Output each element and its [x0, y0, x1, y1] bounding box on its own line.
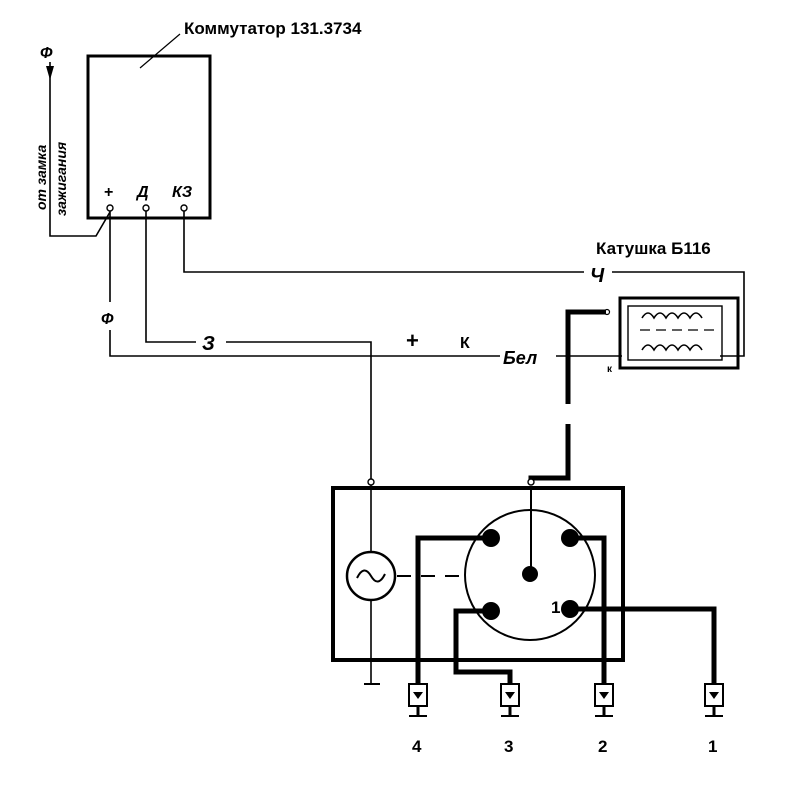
commutator-pin-plus-label: +: [104, 184, 113, 201]
wire-d-to-sensor: [145, 211, 372, 480]
sensor-terminal: [367, 478, 375, 486]
wire-label-z: З: [202, 333, 215, 355]
coil-housing: [618, 296, 740, 370]
hv-lead: [528, 309, 606, 484]
wire-kz-to-coil: [183, 211, 745, 357]
mask-f: [98, 302, 122, 330]
lead-4: [415, 535, 491, 684]
wire-label-k: К: [460, 335, 470, 352]
commutator-terminal-plus: [106, 204, 114, 212]
center-terminal: [527, 478, 535, 486]
ignition-source-line2: зажигания: [53, 142, 69, 216]
mask-bel: [500, 344, 556, 368]
thin-wires: [109, 211, 745, 480]
wire-label-f-top: Ф: [40, 45, 53, 62]
spark-plug-3: 3: [500, 683, 520, 756]
plug-3-label: 3: [504, 737, 513, 756]
lead-1: [570, 606, 717, 684]
spark-plug-1: 1: [704, 683, 724, 756]
mask-z: [196, 330, 226, 354]
cap-contact-1-label: 1: [551, 598, 560, 617]
ignition-coil: Катушка Б116 к: [596, 239, 740, 375]
distributor: 1: [331, 478, 625, 685]
commutator-pin-kz-label: КЗ: [172, 184, 192, 201]
wire-plus-to-coil: [109, 211, 622, 357]
ignition-feed-wire: [49, 62, 111, 237]
plug-4-label: 4: [412, 737, 422, 756]
mask-ch: [584, 262, 612, 284]
wire-label-bel: Бел: [503, 348, 537, 368]
hv-lead-upper: [565, 309, 606, 404]
coil-winding-secondary: [641, 312, 703, 320]
commutator-terminal-d: [142, 204, 150, 212]
plug-2-label: 2: [598, 737, 607, 756]
coil-winding-primary: [641, 344, 703, 352]
ignition-source-line1: от замка: [33, 145, 49, 210]
rotor-center: [522, 566, 538, 582]
hv-lead-lower: [528, 424, 571, 484]
spark-plug-leads: [415, 535, 717, 684]
commutator: Коммутатор 131.3734 + Д КЗ: [86, 19, 362, 220]
commutator-title: Коммутатор 131.3734: [184, 19, 362, 38]
wire-label-ch: Ч: [590, 265, 605, 287]
spark-plug-4: 4: [408, 683, 428, 756]
coil-terminal-k-label: к: [607, 364, 613, 375]
lead-2: [570, 535, 607, 684]
commutator-leader: [139, 33, 181, 69]
sine-wave-icon: [356, 569, 386, 583]
spark-plugs: 4 3 2 1: [408, 683, 724, 756]
commutator-box: [86, 54, 212, 220]
wire-label-plus: +: [406, 328, 419, 353]
commutator-terminal-kz: [180, 204, 188, 212]
lead-3: [453, 608, 513, 684]
spark-plug-2: 2: [594, 683, 614, 756]
commutator-pin-d-label: Д: [135, 184, 149, 201]
ignition-feed: Ф от замка зажигания: [33, 45, 111, 237]
coil-title: Катушка Б116: [596, 239, 711, 258]
wire-label-f-left: Ф: [101, 311, 114, 328]
coil-inner-box: [627, 305, 723, 361]
plug-1-label: 1: [708, 737, 717, 756]
distributor-housing: [331, 486, 625, 662]
